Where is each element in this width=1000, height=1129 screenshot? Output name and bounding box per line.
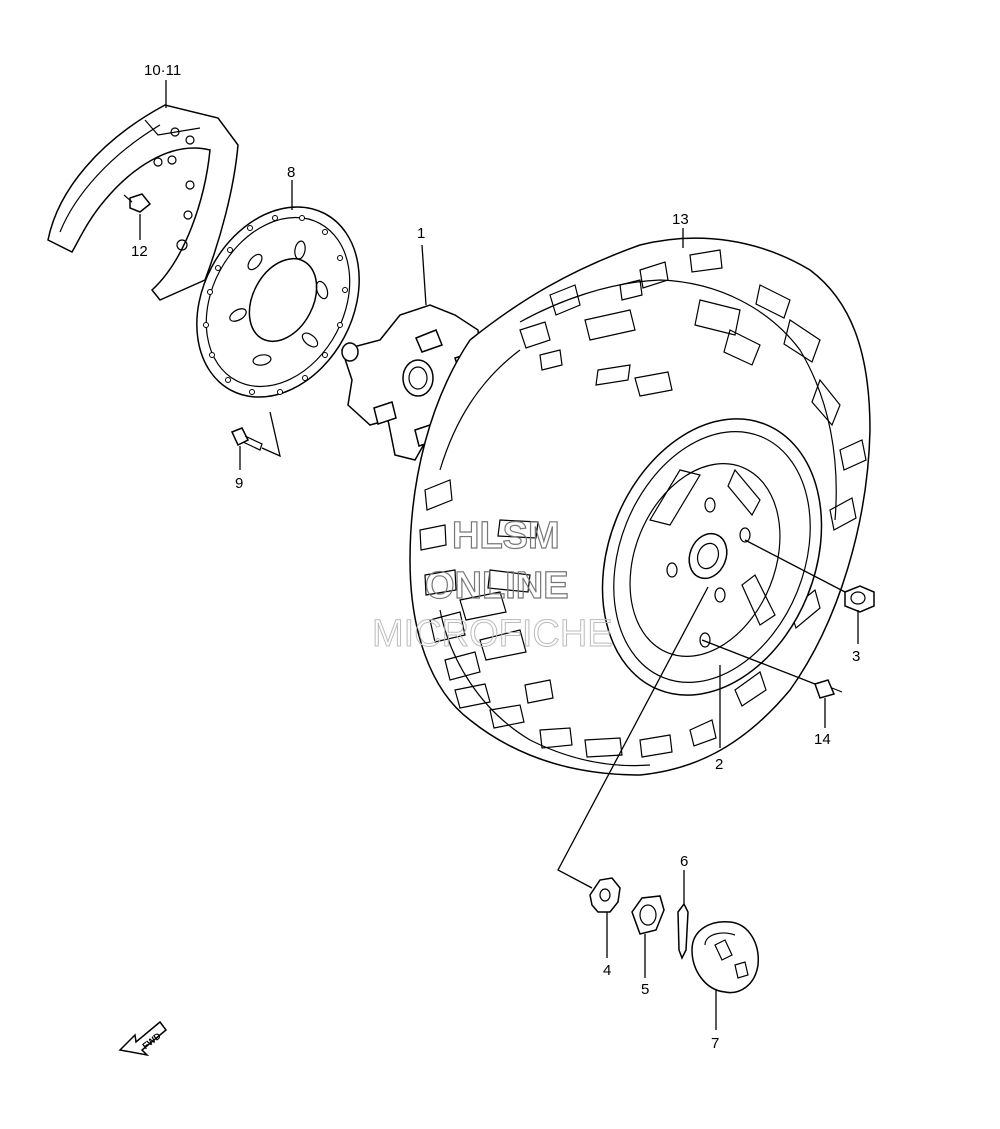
callout-13: 13 <box>672 211 689 228</box>
washer[interactable] <box>589 877 621 913</box>
brake-disc-cover[interactable] <box>47 104 239 301</box>
callout-10-11: 10·11 <box>144 62 181 79</box>
wheel-nut[interactable] <box>844 585 875 613</box>
callout-6: 6 <box>680 853 688 870</box>
watermark-line1: HLSM <box>452 515 560 557</box>
watermark-line2: ONLINE <box>425 565 569 607</box>
callout-14: 14 <box>814 731 831 748</box>
callout-9: 9 <box>235 475 243 492</box>
callout-2: 2 <box>715 756 723 773</box>
leader-4 <box>557 586 709 889</box>
callout-7: 7 <box>711 1035 719 1052</box>
forward-direction-arrow: FWD <box>118 1020 168 1057</box>
leader-1 <box>421 244 427 306</box>
callout-5: 5 <box>641 981 649 998</box>
leader-3 <box>744 539 846 593</box>
hub-cap[interactable] <box>691 921 759 994</box>
callout-3: 3 <box>852 648 860 665</box>
callout-1: 1 <box>417 225 425 242</box>
leader-9 <box>261 411 281 458</box>
watermark-line3: MICROFICHE <box>372 613 613 655</box>
callout-8: 8 <box>287 164 295 181</box>
tire-valve[interactable] <box>814 679 843 699</box>
leader-14 <box>701 639 816 685</box>
disc-bolt[interactable] <box>230 427 263 451</box>
cover-bolt[interactable] <box>123 193 152 213</box>
castle-nut[interactable] <box>631 895 665 935</box>
callout-4: 4 <box>603 962 611 979</box>
watermark: HLSM ONLINE MICROFICHE <box>372 514 614 655</box>
callout-12: 12 <box>131 243 148 260</box>
wheel-rim[interactable] <box>563 386 861 728</box>
cotter-pin[interactable] <box>677 902 689 960</box>
brake-disc[interactable] <box>165 178 391 425</box>
